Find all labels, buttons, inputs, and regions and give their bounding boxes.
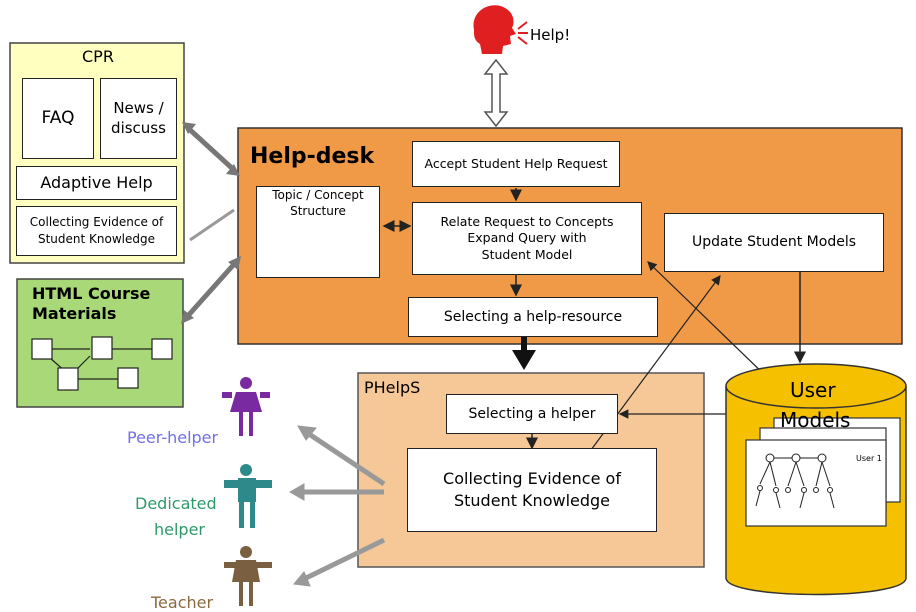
phelps-helper-arrows	[288, 425, 386, 587]
update-models-box: Update Student Models	[664, 213, 884, 272]
adaptive-help-label: Adaptive Help	[40, 172, 153, 192]
user-models-line2: Models	[780, 408, 851, 432]
select-helper-label: Selecting a helper	[468, 405, 596, 422]
help-request-double-arrow	[483, 58, 509, 128]
adaptive-help-box[interactable]: Adaptive Help	[16, 166, 177, 200]
relate-line1: Relate Request to Concepts	[440, 214, 614, 230]
html-materials-line1: HTML Course	[32, 284, 151, 303]
cpr-helpdesk-arrow	[182, 122, 240, 176]
update-models-label: Update Student Models	[691, 234, 857, 251]
help-label: Help!	[530, 26, 571, 44]
select-helper-box: Selecting a helper	[446, 394, 618, 434]
cpr-evidence-line1: Collecting Evidence of	[29, 215, 164, 230]
collect-line2: Student Knowledge	[453, 491, 611, 510]
select-resource-box: Selecting a help-resource	[408, 297, 658, 337]
cpr-helpdesk-arrow-2	[189, 208, 235, 242]
discuss-label: discuss	[111, 118, 166, 137]
topic-line2: Structure	[290, 204, 346, 218]
peer-helper-label: Peer-helper	[127, 428, 219, 447]
phelps-title: PHelpS	[364, 378, 421, 397]
topic-line1: Topic / Concept	[272, 188, 364, 202]
news-label: News /	[113, 99, 164, 117]
user-card-label: User 1	[856, 454, 882, 463]
faq-label: FAQ	[41, 108, 75, 129]
helpdesk-to-phelps-arrow	[512, 336, 536, 370]
teacher-figure-icon	[224, 546, 272, 606]
cpr-title: CPR	[82, 47, 114, 66]
relate-usermodels-arrow	[647, 261, 771, 381]
peer-helper-figure-icon	[222, 377, 270, 436]
user-card-front	[745, 439, 887, 527]
html-materials-line2: Materials	[32, 304, 117, 323]
news-discuss-box[interactable]: News / discuss	[100, 78, 177, 159]
teacher-label: Teacher	[151, 593, 214, 612]
html-helpdesk-arrow	[181, 256, 241, 324]
topic-structure-box	[256, 186, 380, 278]
faq-box[interactable]: FAQ	[22, 78, 94, 159]
relate-line3: Student Model	[481, 246, 573, 262]
dedicated-helper-line2: helper	[154, 520, 206, 539]
cpr-evidence-box: Collecting Evidence of Student Knowledge	[16, 206, 177, 256]
helpdesk-title: Help-desk	[250, 144, 375, 169]
speaking-head-icon	[473, 5, 528, 55]
user-models-line1: User	[790, 378, 836, 402]
flowchart-icon	[31, 336, 173, 391]
dedicated-helper-figure-icon	[224, 464, 272, 528]
accept-request-box: Accept Student Help Request	[412, 141, 620, 187]
relate-line2: Expand Query with	[467, 230, 587, 246]
collect-line1: Collecting Evidence of	[443, 468, 621, 488]
concept-network-icon	[755, 453, 835, 509]
collect-evidence-box: Collecting Evidence of Student Knowledge	[407, 448, 657, 532]
dedicated-helper-line1: Dedicated	[135, 494, 217, 513]
cpr-evidence-line2: Student Knowledge	[37, 232, 156, 246]
accept-request-label: Accept Student Help Request	[424, 155, 608, 171]
select-resource-label: Selecting a help-resource	[443, 308, 623, 325]
relate-request-box: Relate Request to Concepts Expand Query …	[412, 202, 642, 275]
